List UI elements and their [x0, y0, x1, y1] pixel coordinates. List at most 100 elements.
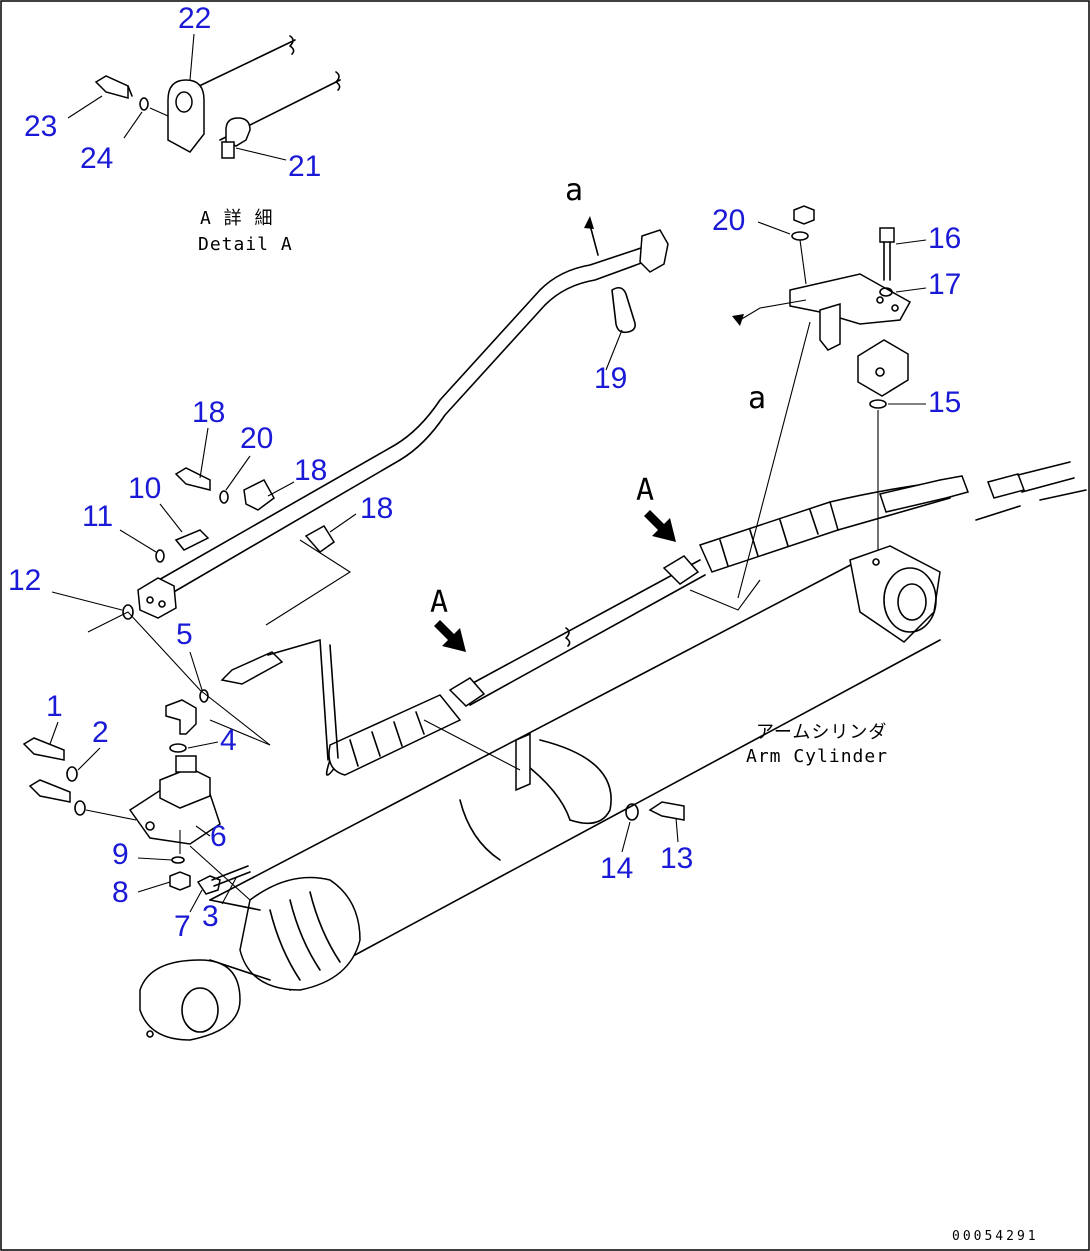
ref-arrow-a-top [589, 224, 599, 256]
callout-18-upper: 18 [294, 454, 327, 487]
callout-1: 1 [46, 690, 63, 723]
bolt-part-19 [174, 467, 211, 491]
leader-9 [137, 857, 173, 861]
washer-leader [149, 107, 169, 117]
valve-leader-diag [189, 845, 251, 901]
leader-19 [199, 427, 209, 479]
rod-eye [139, 959, 241, 1041]
hose-wrap-lower [328, 694, 462, 776]
hose-nut [987, 473, 1025, 499]
callout-numbers: 22 23 24 21 20 16 17 15 19 18 20 18 17 1… [8, 2, 961, 943]
leader-5 [189, 651, 203, 691]
bolt-part-13 [648, 801, 685, 821]
washer-part-2a [66, 766, 78, 782]
leader-line-18 [265, 539, 352, 626]
oring-part-4 [169, 743, 187, 753]
callout-23: 21 [288, 150, 321, 183]
clamp-hole [175, 91, 193, 113]
callout-3: 3 [202, 900, 219, 933]
ref-line-a-right [739, 299, 807, 321]
callout-24: 22 [178, 2, 211, 35]
washer-part-20 [219, 490, 229, 504]
leader-18-upper [267, 481, 295, 497]
valve-assembly [22, 689, 271, 901]
callout-9: 9 [112, 838, 129, 871]
washer-part-11 [155, 549, 165, 563]
callout-5: 5 [176, 618, 193, 651]
callout-20: 20 [240, 422, 273, 455]
bolt-part-1a [22, 737, 65, 761]
tube-line-b [159, 257, 656, 601]
leader-22 [757, 221, 791, 235]
upper-hose-b [837, 497, 951, 531]
callout-19: 18 [192, 396, 225, 429]
callout-22: 20 [712, 204, 745, 237]
callout-16: 16 [928, 222, 961, 255]
bracket-group [689, 205, 912, 611]
bracket-hole [876, 296, 884, 304]
pipe-break-upper [289, 35, 295, 55]
fitting-part-7 [196, 875, 221, 895]
callout-8: 8 [112, 876, 129, 909]
mid-tube-break [565, 627, 571, 647]
tube-clamp-upper [662, 555, 700, 585]
elbow-leader [209, 719, 271, 746]
leader-23 [235, 147, 287, 161]
hose-assembly [220, 461, 1087, 776]
leader-20 [225, 455, 251, 491]
block-part-15 [857, 339, 909, 397]
detail-a-en-label: Detail A [198, 234, 293, 255]
hose-tail [1017, 461, 1075, 493]
cyl-body-bottom [289, 639, 941, 991]
hose-wrap-upper-bands [719, 509, 819, 567]
leader-1 [49, 721, 59, 745]
leader-14 [621, 821, 631, 853]
grease-nipple [146, 1030, 154, 1038]
view-letter-A-upper: A [636, 473, 654, 508]
leader-24 [189, 33, 195, 81]
ref-arrowhead-a-top [584, 216, 594, 229]
leader-line-12 [87, 611, 271, 746]
pipe-break-lower [335, 71, 341, 91]
callout-6: 6 [210, 820, 227, 853]
hose-vertical-b [329, 644, 339, 759]
washer-part-26 [139, 97, 149, 111]
tube-clamp-lower [448, 677, 486, 707]
bracket-leg [819, 302, 841, 351]
leader-17 [895, 287, 927, 293]
bolt-part-10 [174, 529, 210, 551]
steel-tube-assembly [137, 229, 669, 619]
leader-13 [675, 817, 679, 843]
rod-eye-bore [181, 987, 219, 1033]
clamp-part-24 [167, 79, 205, 153]
washer-part-2b [74, 800, 86, 816]
ref-letter-a-top: a [565, 173, 583, 208]
valve-port [145, 821, 155, 831]
bolt-part-25 [94, 75, 129, 99]
leader-3 [221, 877, 237, 905]
tube-top-flange [639, 229, 669, 273]
hose-fitting-upper [220, 651, 284, 685]
valve-cap [175, 755, 197, 773]
hose-wrap-bands [349, 711, 425, 767]
arm-cylinder-jp-label: アームシリンダ [756, 722, 887, 743]
view-arrow-A-lower [434, 620, 466, 652]
leader-7 [189, 889, 203, 913]
drawing-code: 00054291 [952, 1229, 1039, 1244]
leader-11 [119, 529, 157, 553]
ref-line-to-clamp [737, 321, 811, 599]
band-clamp-block [515, 732, 531, 792]
callout-15: 15 [928, 386, 961, 419]
ref-arrowhead-a-right [732, 314, 744, 326]
leader-8 [137, 881, 171, 893]
callout-26: 24 [80, 142, 113, 175]
oring-part-5 [199, 689, 209, 703]
callout-14: 14 [600, 852, 633, 885]
oring-part-15 [869, 399, 887, 409]
leader-10 [159, 503, 183, 533]
bracket-hole [891, 304, 899, 312]
gland-bolts [269, 891, 341, 981]
